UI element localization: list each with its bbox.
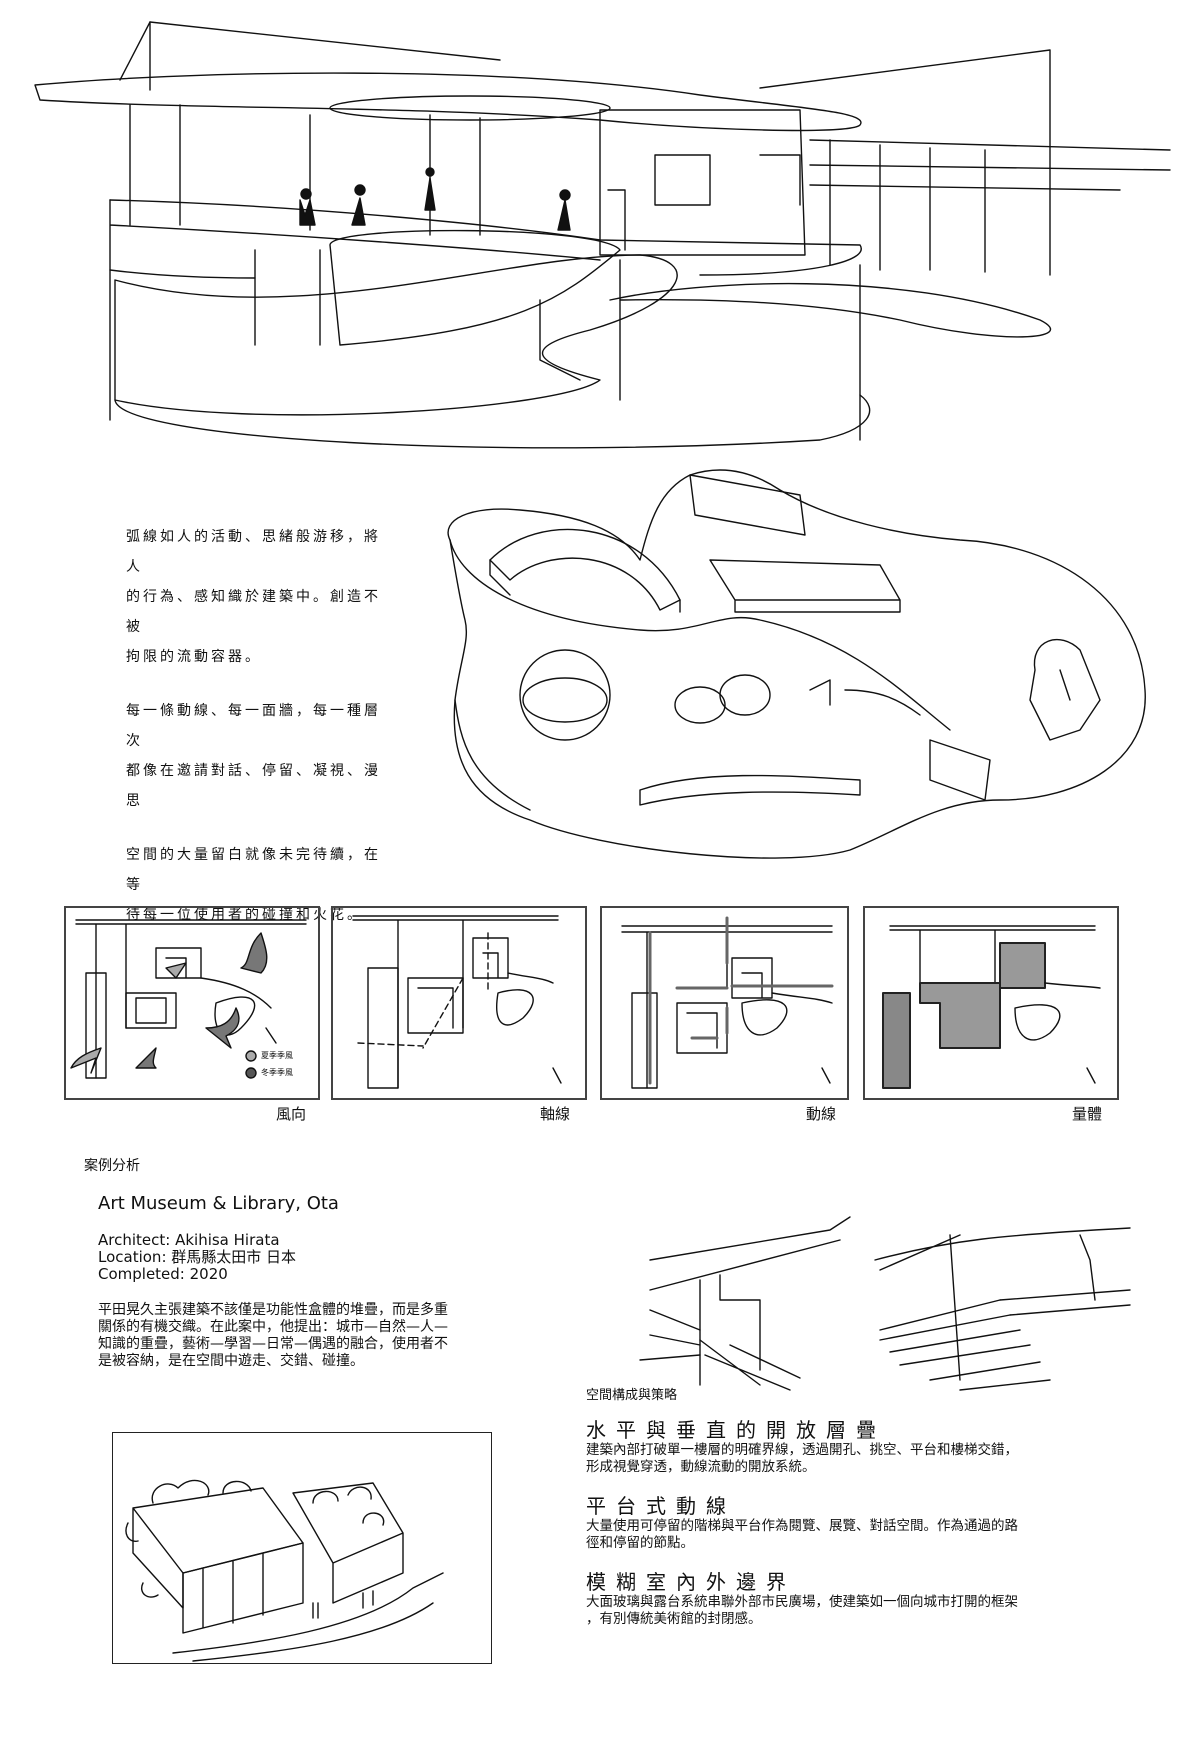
intro-line: 空間的大量留白就像未完待續，在等 <box>126 847 381 893</box>
legend-winter-wind: 冬季季風 <box>261 1068 293 1077</box>
exterior-aerial-sketch <box>112 1432 492 1664</box>
intro-line: 待每一位使用者的碰撞和火花。 <box>126 907 364 923</box>
wind-diagram: 夏季季風 冬季季風 <box>64 906 320 1100</box>
strategy-text: 大量使用可停留的階梯與平台作為閱覽、展覽、對話空間。作為通過的路徑和停留的節點。 <box>586 1518 1146 1552</box>
strategy-line: 大面玻璃與露台系統串聯外部市民廣場，使建築如一個向城市打開的框架 <box>586 1594 1018 1610</box>
circulation-diagram <box>600 906 849 1100</box>
strategy-text: 大面玻璃與露台系統串聯外部市民廣場，使建築如一個向城市打開的框架，有別傳統美術館… <box>586 1594 1146 1628</box>
interior-sketch-stairs <box>874 1227 1131 1391</box>
case-study-meta: Architect: Akihisa Hirata Location: 群馬縣太… <box>98 1232 296 1283</box>
description-line: 知識的重疊，藝術—學習—日常—偶遇的融合，使用者不 <box>98 1336 448 1352</box>
intro-line: 的行為、感知織於建築中。創造不被 <box>126 589 381 635</box>
completed: Completed: 2020 <box>98 1265 228 1283</box>
case-study-title: Art Museum & Library, Ota <box>98 1193 339 1214</box>
strategy-line: ，有別傳統美術館的封閉感。 <box>586 1611 762 1627</box>
diagram-label-massing: 量體 <box>1072 1105 1103 1123</box>
intro-line: 都像在邀請對話、停留、凝視、漫思 <box>126 763 381 809</box>
intro-line: 弧線如人的活動、思緒般游移，將人 <box>126 529 381 575</box>
diagram-label-axis: 軸線 <box>540 1105 571 1123</box>
location: Location: 群馬縣太田市 日本 <box>98 1248 297 1266</box>
strategy-line: 徑和停留的節點。 <box>586 1535 694 1551</box>
intro-line: 每一條動線、每一面牆，每一種層次 <box>126 703 381 749</box>
description-line: 是被容納，是在空間中遊走、交錯、碰撞。 <box>98 1353 364 1369</box>
description-line: 平田晃久主張建築不該僅是功能性盒體的堆疊，而是多重 <box>98 1302 448 1318</box>
legend-summer-wind: 夏季季風 <box>261 1051 293 1060</box>
intro-line: 拘限的流動容器。 <box>126 649 262 665</box>
strategy-list: 水平與垂直的開放層疊 建築內部打破單一樓層的明確界線，透過開孔、挑空、平台和樓梯… <box>586 1418 1146 1646</box>
people-figures <box>299 167 571 231</box>
case-study-section-label: 案例分析 <box>84 1158 140 1174</box>
diagram-label-wind: 風向 <box>276 1105 307 1123</box>
perspective-section-sketch <box>34 21 1171 449</box>
case-study-description: 平田晃久主張建築不該僅是功能性盒體的堆疊，而是多重 關係的有機交織。在此案中，他… <box>98 1302 538 1370</box>
strategy-line: 形成視覺穿透，動線流動的開放系統。 <box>586 1459 816 1475</box>
axis-diagram <box>331 906 587 1100</box>
strategy-heading: 模糊室內外邊界 <box>586 1570 796 1594</box>
massing-diagram <box>863 906 1119 1100</box>
architect: Architect: Akihisa Hirata <box>98 1231 280 1249</box>
interior-sketch-platform <box>639 1216 851 1391</box>
description-line: 關係的有機交織。在此案中，他提出：城市—自然—人— <box>98 1319 448 1335</box>
strategy-line: 建築內部打破單一樓層的明確界線，透過開孔、挑空、平台和樓梯交錯， <box>586 1442 1018 1458</box>
diagram-label-circulation: 動線 <box>806 1105 837 1123</box>
strategy-line: 大量使用可停留的階梯與平台作為閱覽、展覽、對話空間。作為通過的路 <box>586 1518 1018 1534</box>
strategy-text: 建築內部打破單一樓層的明確界線，透過開孔、挑空、平台和樓梯交錯，形成視覺穿透，動… <box>586 1442 1146 1476</box>
strategy-heading: 平台式動線 <box>586 1494 736 1518</box>
strategy-heading: 水平與垂直的開放層疊 <box>586 1418 886 1442</box>
axonometric-plan-sketch <box>447 469 1146 859</box>
strategy-section-label: 空間構成與策略 <box>586 1388 678 1403</box>
intro-text: 弧線如人的活動、思緒般游移，將人 的行為、感知織於建築中。創造不被 拘限的流動容… <box>126 522 386 930</box>
